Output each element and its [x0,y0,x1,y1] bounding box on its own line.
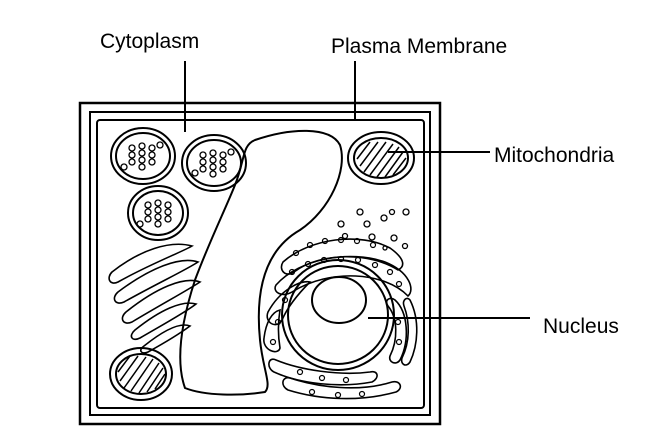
leader-lines [184,61,530,319]
nucleus-label: Nucleus [543,315,619,338]
central-vacuole [179,129,343,396]
mitochondrion-1 [110,127,176,185]
nuclear-envelope-inner [287,265,389,365]
mitochondrion-3 [127,185,189,241]
cell-wall-inner [89,111,431,416]
plasma-membrane-label: Plasma Membrane [331,35,508,58]
nucleus [281,259,395,371]
nucleolus [311,276,367,324]
vesicles [337,208,410,251]
chloroplast-top [347,131,415,185]
mitochondrion-2 [181,134,247,192]
nuclear-envelope-outer [281,259,395,371]
endoplasmic-reticulum [263,236,418,400]
chloroplast-bottom [109,347,173,401]
mitochondria-label: Mitochondria [494,144,615,167]
cytoplasm-label: Cytoplasm [100,30,200,53]
golgi-apparatus [108,243,202,354]
cell-wall [78,101,442,426]
plasma-membrane [96,119,425,409]
